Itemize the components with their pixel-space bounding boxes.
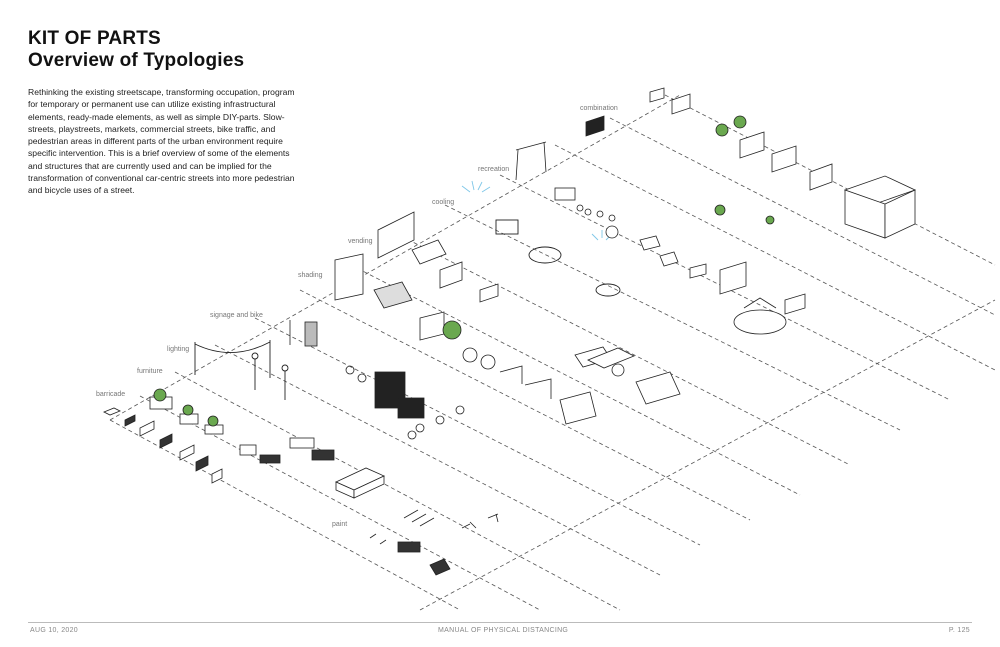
furniture-objects bbox=[149, 388, 335, 464]
lane-line bbox=[299, 289, 751, 521]
title-line-2: Overview of Typologies bbox=[28, 50, 245, 71]
lane-line bbox=[214, 344, 661, 576]
lane-lines bbox=[109, 94, 996, 611]
label-furniture: furniture bbox=[137, 368, 163, 375]
label-lighting: lighting bbox=[167, 346, 189, 353]
label-combination: combination bbox=[580, 105, 618, 112]
combination-objects bbox=[585, 87, 917, 335]
page-footer: AUG 10, 2020 MANUAL OF PHYSICAL DISTANCI… bbox=[28, 622, 972, 641]
label-recreation: recreation bbox=[478, 166, 509, 173]
lane-line bbox=[394, 232, 851, 466]
page-title: KIT OF PARTS Overview of Typologies bbox=[28, 28, 244, 72]
label-barricade: barricade bbox=[96, 391, 125, 398]
shading-objects bbox=[334, 253, 597, 425]
lane-line bbox=[109, 419, 461, 611]
car-objects bbox=[335, 347, 635, 499]
lane-line bbox=[139, 395, 541, 611]
label-shading: shading bbox=[298, 272, 323, 279]
base-line-top bbox=[109, 94, 681, 421]
lane-line bbox=[254, 317, 701, 546]
lane-line bbox=[174, 371, 621, 611]
isometric-typologies-drawing: barricade furniture lighting signage and… bbox=[96, 87, 996, 611]
base-lines bbox=[109, 94, 996, 611]
footer-page-number: P. 125 bbox=[948, 627, 970, 634]
signage-bike-objects bbox=[289, 320, 465, 440]
cooling-objects bbox=[461, 180, 621, 297]
intro-paragraph: Rethinking the existing streetscape, tra… bbox=[28, 87, 295, 196]
base-line-bottom bbox=[419, 299, 996, 611]
label-paint: paint bbox=[332, 521, 347, 528]
label-signage: signage and bike bbox=[210, 312, 263, 319]
lane-line bbox=[554, 144, 996, 371]
recreation-objects bbox=[515, 141, 707, 279]
barricade-objects bbox=[103, 407, 223, 484]
lighting-objects bbox=[194, 340, 289, 400]
lane-line bbox=[344, 261, 801, 496]
title-line-1: KIT OF PARTS bbox=[28, 28, 161, 49]
footer-date: AUG 10, 2020 bbox=[30, 627, 78, 634]
lane-line bbox=[609, 117, 996, 316]
label-cooling: cooling bbox=[432, 199, 454, 206]
vending-objects bbox=[377, 211, 681, 405]
label-vending: vending bbox=[348, 238, 373, 245]
footer-document-title: MANUAL OF PHYSICAL DISTANCING bbox=[438, 627, 569, 634]
paint-objects bbox=[369, 509, 499, 576]
